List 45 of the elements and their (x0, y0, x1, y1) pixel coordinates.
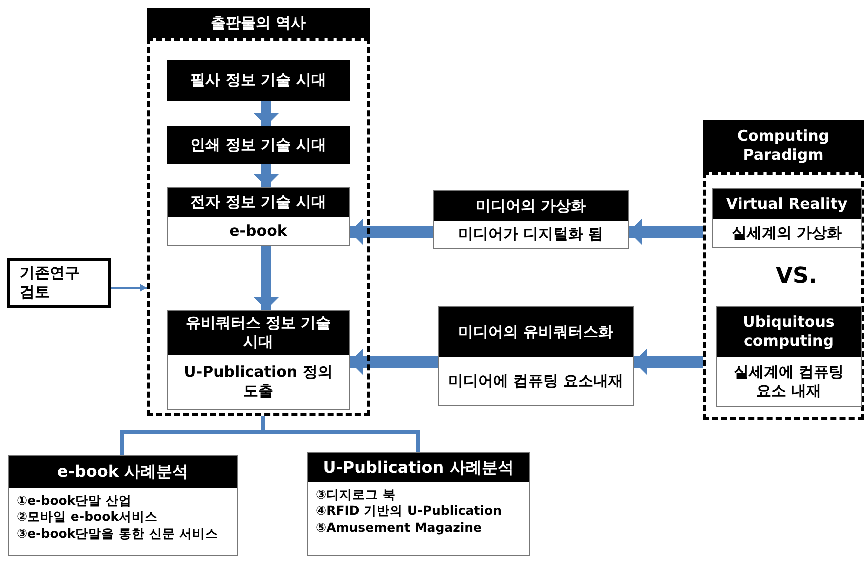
box-body: e-book (228, 220, 288, 242)
note-text: 기존연구 검토 (19, 263, 81, 302)
list-item: ④RFID 기반의 U-Publication (315, 503, 503, 520)
arrow (111, 284, 147, 292)
case-study-box (8, 455, 238, 556)
box-header: 전자 정보 기술 시대 (168, 188, 349, 217)
box-header: 미디어의 가상화 (434, 191, 628, 221)
box-header: Virtual Reality (713, 189, 861, 219)
group-header: 출판물의 역사 (147, 8, 370, 38)
box-header: e-book 사례분석 (9, 456, 237, 488)
block-arrow (254, 101, 280, 126)
list-item: ③e-book단말을 통한 신문 서비스 (16, 526, 220, 542)
box-body: 실세계의 가상화 (730, 222, 844, 244)
box-header: 미디어의 유비쿼터스화 (439, 307, 633, 357)
block-arrow (350, 219, 433, 245)
box-body: U-Publication 정의 도출 (183, 362, 334, 402)
process-box (167, 187, 350, 246)
block-arrow (254, 246, 280, 310)
process-box (433, 190, 629, 249)
note-box (7, 258, 111, 308)
vs-label: VS. (776, 264, 818, 289)
process-box (167, 310, 350, 410)
block-arrow (254, 164, 280, 187)
block-arrow (629, 219, 703, 245)
box-body: 미디어에 컴퓨팅 요소내재 (447, 370, 625, 392)
list-item: ⑤Amusement Magazine (315, 520, 484, 536)
block-arrow (634, 349, 703, 375)
case-study-box (307, 452, 530, 556)
process-box (712, 188, 862, 248)
box-body: 실세계에 컴퓨팅 요소 내재 (732, 362, 846, 402)
list-item: ①e-book단말 산업 (16, 493, 134, 510)
process-box (438, 306, 634, 406)
box-header: Ubiquitous computing (717, 307, 861, 357)
group-header: Computing Paradigm (703, 120, 864, 172)
box-header: 유비쿼터스 정보 기술 시대 (168, 311, 349, 355)
stage-box (167, 60, 350, 101)
process-box (716, 306, 862, 407)
block-arrow (350, 349, 438, 375)
stage-title: 인쇄 정보 기술 시대 (190, 136, 326, 154)
box-body: 미디어가 디지털화 됨 (457, 224, 605, 246)
stage-title: 필사 정보 기술 시대 (190, 71, 326, 90)
stage-box (167, 126, 350, 164)
list-item: ③디지로그 북 (315, 487, 397, 504)
list-item: ②모바일 e-book서비스 (16, 509, 160, 526)
box-header: U-Publication 사례분석 (308, 453, 529, 482)
